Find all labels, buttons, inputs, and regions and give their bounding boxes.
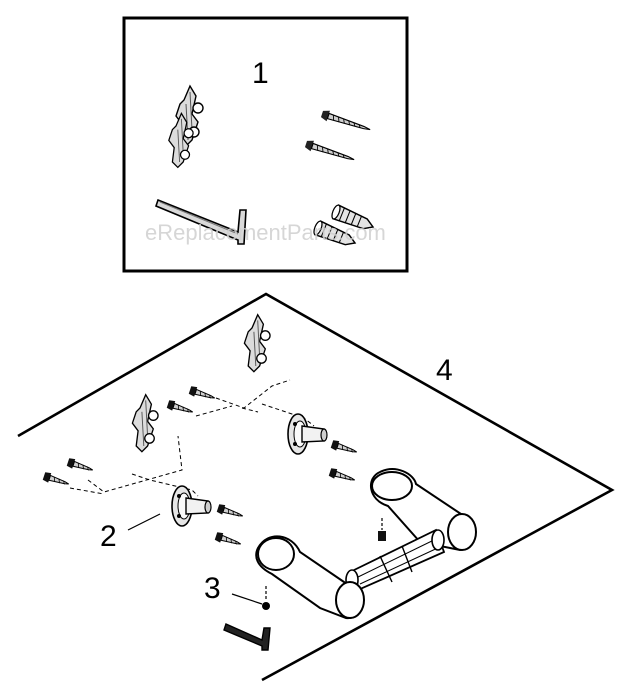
watermark: eReplacementParts.com [145, 220, 386, 245]
wood-screw-icon [327, 438, 359, 486]
flange-icon [287, 413, 328, 455]
leader-3 [231, 593, 263, 605]
set-screw-icon [262, 586, 270, 610]
wood-screw-icon [165, 384, 217, 418]
hex-key-icon [155, 198, 247, 245]
hex-key-icon [223, 623, 271, 651]
guide-line [69, 435, 199, 497]
guide-line [195, 379, 315, 427]
mounting-bracket-icon [131, 394, 159, 453]
wood-screw-icon [41, 456, 95, 490]
wood-screw-icon [303, 108, 373, 166]
mounting-bracket-icon [168, 85, 204, 169]
callout-3: 3 [204, 572, 221, 605]
paper-holder-roller-icon [255, 468, 477, 620]
leader-2 [127, 513, 161, 531]
callout-4: 4 [436, 354, 453, 387]
wall-plane [17, 292, 615, 682]
callout-1: 1 [252, 57, 269, 90]
kit-box [122, 16, 409, 273]
wood-screw-icon [213, 502, 245, 550]
callout-2: 2 [100, 520, 117, 553]
mounting-bracket-icon [243, 314, 271, 373]
flange-icon [171, 485, 212, 527]
